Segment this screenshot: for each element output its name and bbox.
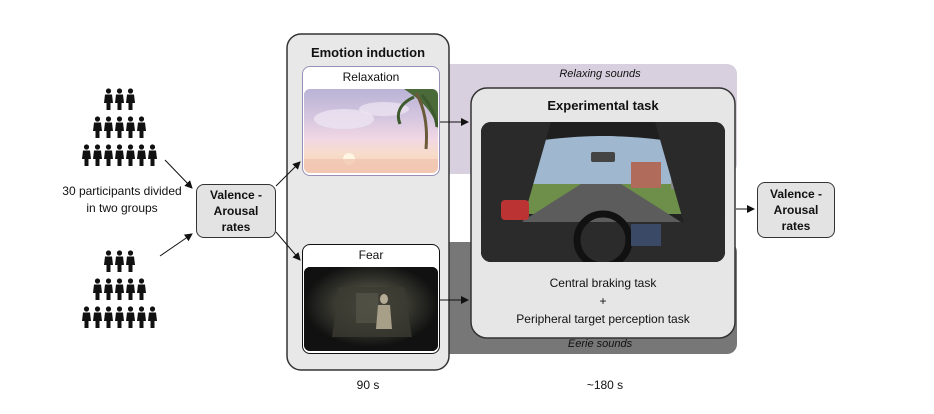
arrow-top-group-to-rates (164, 159, 193, 189)
experimental-task-title: Experimental task (547, 98, 659, 113)
participants-group-top-icon (82, 88, 157, 166)
relaxation-card: Relaxation (302, 66, 440, 176)
task-line-peripheral: Peripheral target perception task (516, 312, 690, 326)
rates-right-label: Valence - Arousal rates (769, 187, 823, 233)
task-duration: ~180 s (586, 378, 624, 392)
fear-card: Fear (302, 244, 440, 354)
arrow-bottom-group-to-rates (159, 233, 193, 257)
fear-label: Fear (358, 248, 384, 262)
participants-label: 30 participants divided in two groups (62, 184, 182, 215)
participants-group-bottom-icon (82, 250, 157, 328)
valence-arousal-rates-box-left: Valence - Arousal rates (196, 184, 276, 238)
task-description: Central braking task + Peripheral target… (471, 274, 735, 328)
fear-scene-image (304, 267, 438, 351)
rates-left-label: Valence - Arousal rates (209, 188, 263, 234)
eerie-sounds-label: Eerie sounds (567, 338, 633, 350)
task-line-plus: + (599, 294, 607, 308)
relaxation-label: Relaxation (342, 70, 400, 84)
valence-arousal-rates-box-right: Valence - Arousal rates (757, 182, 835, 238)
task-line-braking: Central braking task (549, 276, 657, 290)
driving-simulator-image (481, 122, 725, 262)
induction-duration: 90 s (356, 378, 380, 392)
emotion-induction-title: Emotion induction (310, 45, 426, 60)
relaxing-sounds-label: Relaxing sounds (559, 68, 641, 80)
arrow-rates-to-fear (275, 231, 301, 261)
arrow-rates-to-relaxation (275, 161, 301, 187)
relaxation-scene-image (304, 89, 438, 173)
